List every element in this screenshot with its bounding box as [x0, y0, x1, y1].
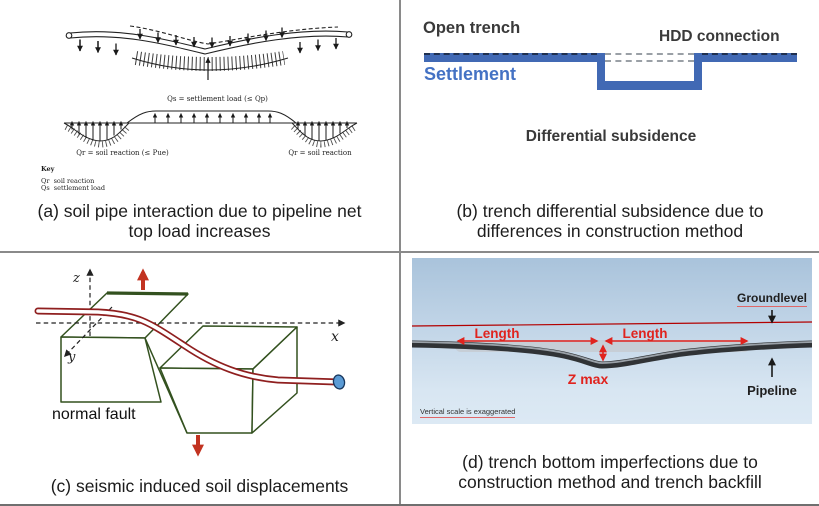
groundlevel-line	[412, 321, 812, 327]
length-annotation-arrows	[456, 337, 749, 362]
settlement-label: Settlement	[424, 64, 517, 84]
left-soil-reaction-bulge	[63, 122, 130, 142]
panel-d: Groundlevel Length Length Z max Pipeline…	[401, 250, 819, 506]
original-level-dashed-gap-low	[605, 60, 694, 62]
soil-reaction-right-label: Qr = soil reaction	[288, 149, 352, 157]
original-pipe-dashed-line	[129, 25, 339, 45]
displacement-arrows	[137, 268, 204, 457]
panel-d-drawing	[412, 310, 812, 377]
open-trench-label: Open trench	[423, 19, 521, 37]
original-level-dashed-left	[424, 53, 597, 55]
soil-reaction-up-arrows	[69, 121, 350, 141]
vertical-divider	[399, 0, 401, 506]
normal-fault-label: normal fault	[52, 406, 136, 423]
original-level-dashed-gap-top	[605, 53, 694, 55]
x-axis-label: x	[331, 329, 339, 345]
top-load-down-arrows	[77, 27, 339, 56]
bottom-border	[0, 504, 819, 506]
key-row-soil-reaction: Qr soil reaction	[41, 177, 95, 185]
panel-b-caption-line1: (b) trench differential subsidence due t…	[456, 201, 764, 221]
trench-bar-left	[424, 53, 597, 62]
differential-subsidence-label: Differential subsidence	[525, 128, 697, 145]
panel-a-caption-line2: top load increases	[128, 221, 271, 241]
scale-note: Vertical scale is exaggerated	[420, 407, 516, 418]
panel-a-caption-line1: (a) soil pipe interaction due to pipelin…	[37, 201, 362, 221]
subsidence-left-wall	[597, 53, 605, 90]
panel-d-caption-line1: (d) trench bottom imperfections due to	[462, 452, 758, 472]
panel-b-caption-line2: differences in construction method	[476, 221, 744, 241]
key-title: Key	[41, 165, 55, 173]
panel-d-caption-line2: construction method and trench backfill	[458, 472, 762, 492]
length-label-left: Length	[474, 326, 520, 341]
z-axis-label: z	[73, 271, 80, 286]
left-block-front-face	[60, 336, 162, 403]
settlement-load-label: Qs = settlement load (≤ Qp)	[167, 95, 268, 103]
pipeline-label: Pipeline	[747, 383, 797, 398]
panel-c-drawing	[34, 268, 346, 457]
pipeline-curve	[412, 340, 812, 369]
pipeline-through-fault	[34, 307, 346, 390]
panel-d-image: Groundlevel Length Length Z max Pipeline…	[412, 258, 812, 424]
left-block-rear-edge	[106, 291, 189, 296]
key-row-settlement-load: Qs settlement load	[41, 184, 106, 192]
load-distribution-diagram	[63, 110, 358, 148]
settlement-load-up-arrows	[152, 113, 273, 123]
z-max-label: Z max	[567, 371, 609, 387]
panel-b: Open trench HDD connection Settlement Di…	[401, 0, 819, 251]
right-block-front-face	[159, 367, 254, 434]
subsidence-bottom-bar	[597, 81, 702, 90]
panel-a: Qs = settlement load (≤ Qp) Qr = soil re…	[0, 0, 399, 251]
sagging-pipe	[65, 25, 353, 55]
soil-reaction-hatch	[131, 51, 289, 80]
right-soil-reaction-bulge	[291, 122, 358, 142]
pipe-end-cap	[332, 374, 346, 390]
fault-plane-trace	[144, 337, 188, 434]
subsidence-right-wall	[694, 53, 702, 90]
y-axis-label: y	[68, 350, 76, 365]
panel-c-caption: (c) seismic induced soil displacements	[50, 476, 349, 496]
soil-reaction-left-label: Qr = soil reaction (≤ Pue)	[76, 149, 169, 157]
groundlevel-label: Groundlevel	[737, 291, 808, 307]
horizontal-divider	[0, 251, 819, 253]
length-label-right: Length	[622, 326, 668, 341]
hdd-connection-label: HDD connection	[659, 28, 780, 45]
trench-bar-right	[702, 53, 797, 62]
panel-a-drawing	[63, 25, 358, 148]
panel-c: z y x normal fault (c) seismic induced s…	[0, 250, 399, 504]
original-level-dashed-right	[702, 53, 797, 55]
